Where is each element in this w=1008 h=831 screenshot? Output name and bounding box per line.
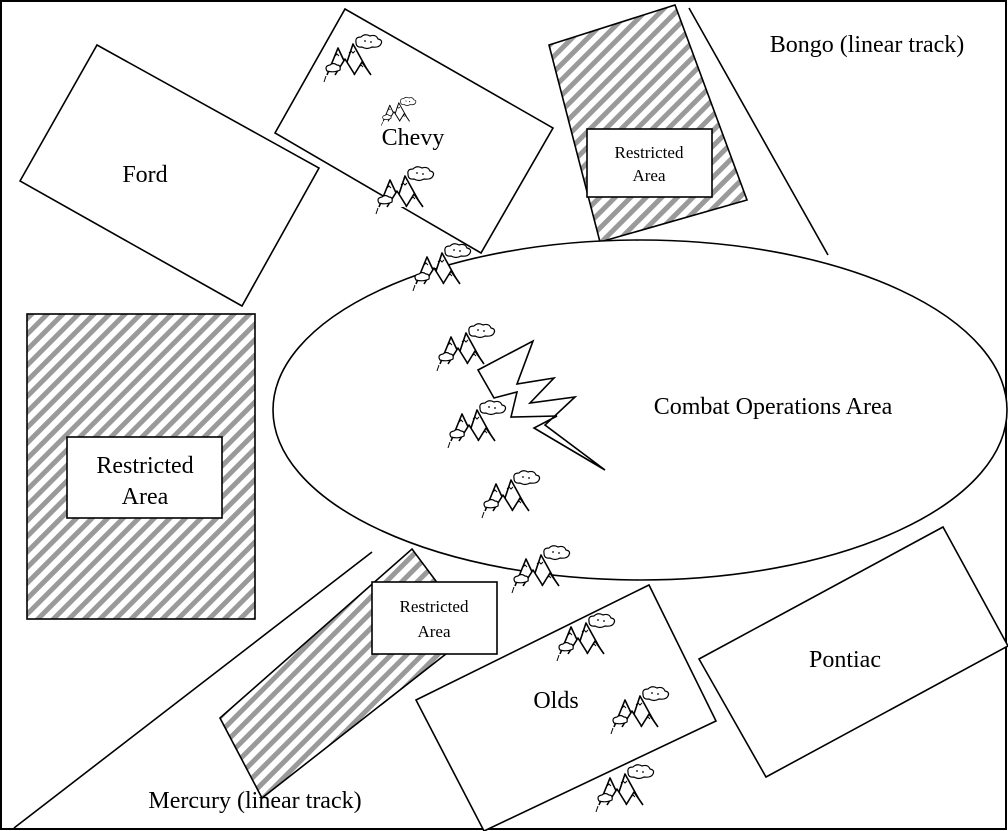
restricted-label-top-line1: Restricted bbox=[615, 143, 684, 162]
mercury-track: Mercury (linear track) bbox=[13, 551, 373, 829]
combat-operations-area: Combat Operations Area bbox=[272, 239, 1008, 581]
ford-area: Ford bbox=[18, 43, 321, 308]
restricted-label-bottom-line1: Restricted bbox=[400, 597, 469, 616]
combat-operations-label: Combat Operations Area bbox=[654, 394, 893, 420]
restricted-label-box-left bbox=[66, 436, 223, 519]
restricted-label-left-line1: Restricted bbox=[96, 453, 193, 479]
restricted-label-top-line2: Area bbox=[632, 166, 665, 185]
restricted-label-box-top bbox=[586, 128, 713, 198]
bongo-label: Bongo (linear track) bbox=[770, 32, 965, 58]
olds-label: Olds bbox=[533, 688, 578, 714]
restricted-area-bottom: Restricted Area bbox=[218, 547, 498, 800]
pontiac-label: Pontiac bbox=[809, 647, 881, 673]
lightning-bolt-icon bbox=[476, 339, 606, 471]
restricted-label-box-bottom bbox=[371, 581, 498, 655]
restricted-area-left: Restricted Area bbox=[26, 313, 256, 620]
mercury-label: Mercury (linear track) bbox=[148, 788, 361, 814]
bongo-track: Bongo (linear track) bbox=[688, 7, 965, 256]
ford-label: Ford bbox=[122, 162, 167, 188]
restricted-area-top: Restricted Area bbox=[548, 4, 749, 243]
restricted-label-bottom-line2: Area bbox=[417, 622, 450, 641]
chevy-label: Chevy bbox=[382, 125, 445, 151]
restricted-label-left-line2: Area bbox=[122, 484, 169, 510]
pontiac-area: Pontiac bbox=[697, 525, 1008, 779]
olds-area: Olds bbox=[414, 583, 718, 831]
